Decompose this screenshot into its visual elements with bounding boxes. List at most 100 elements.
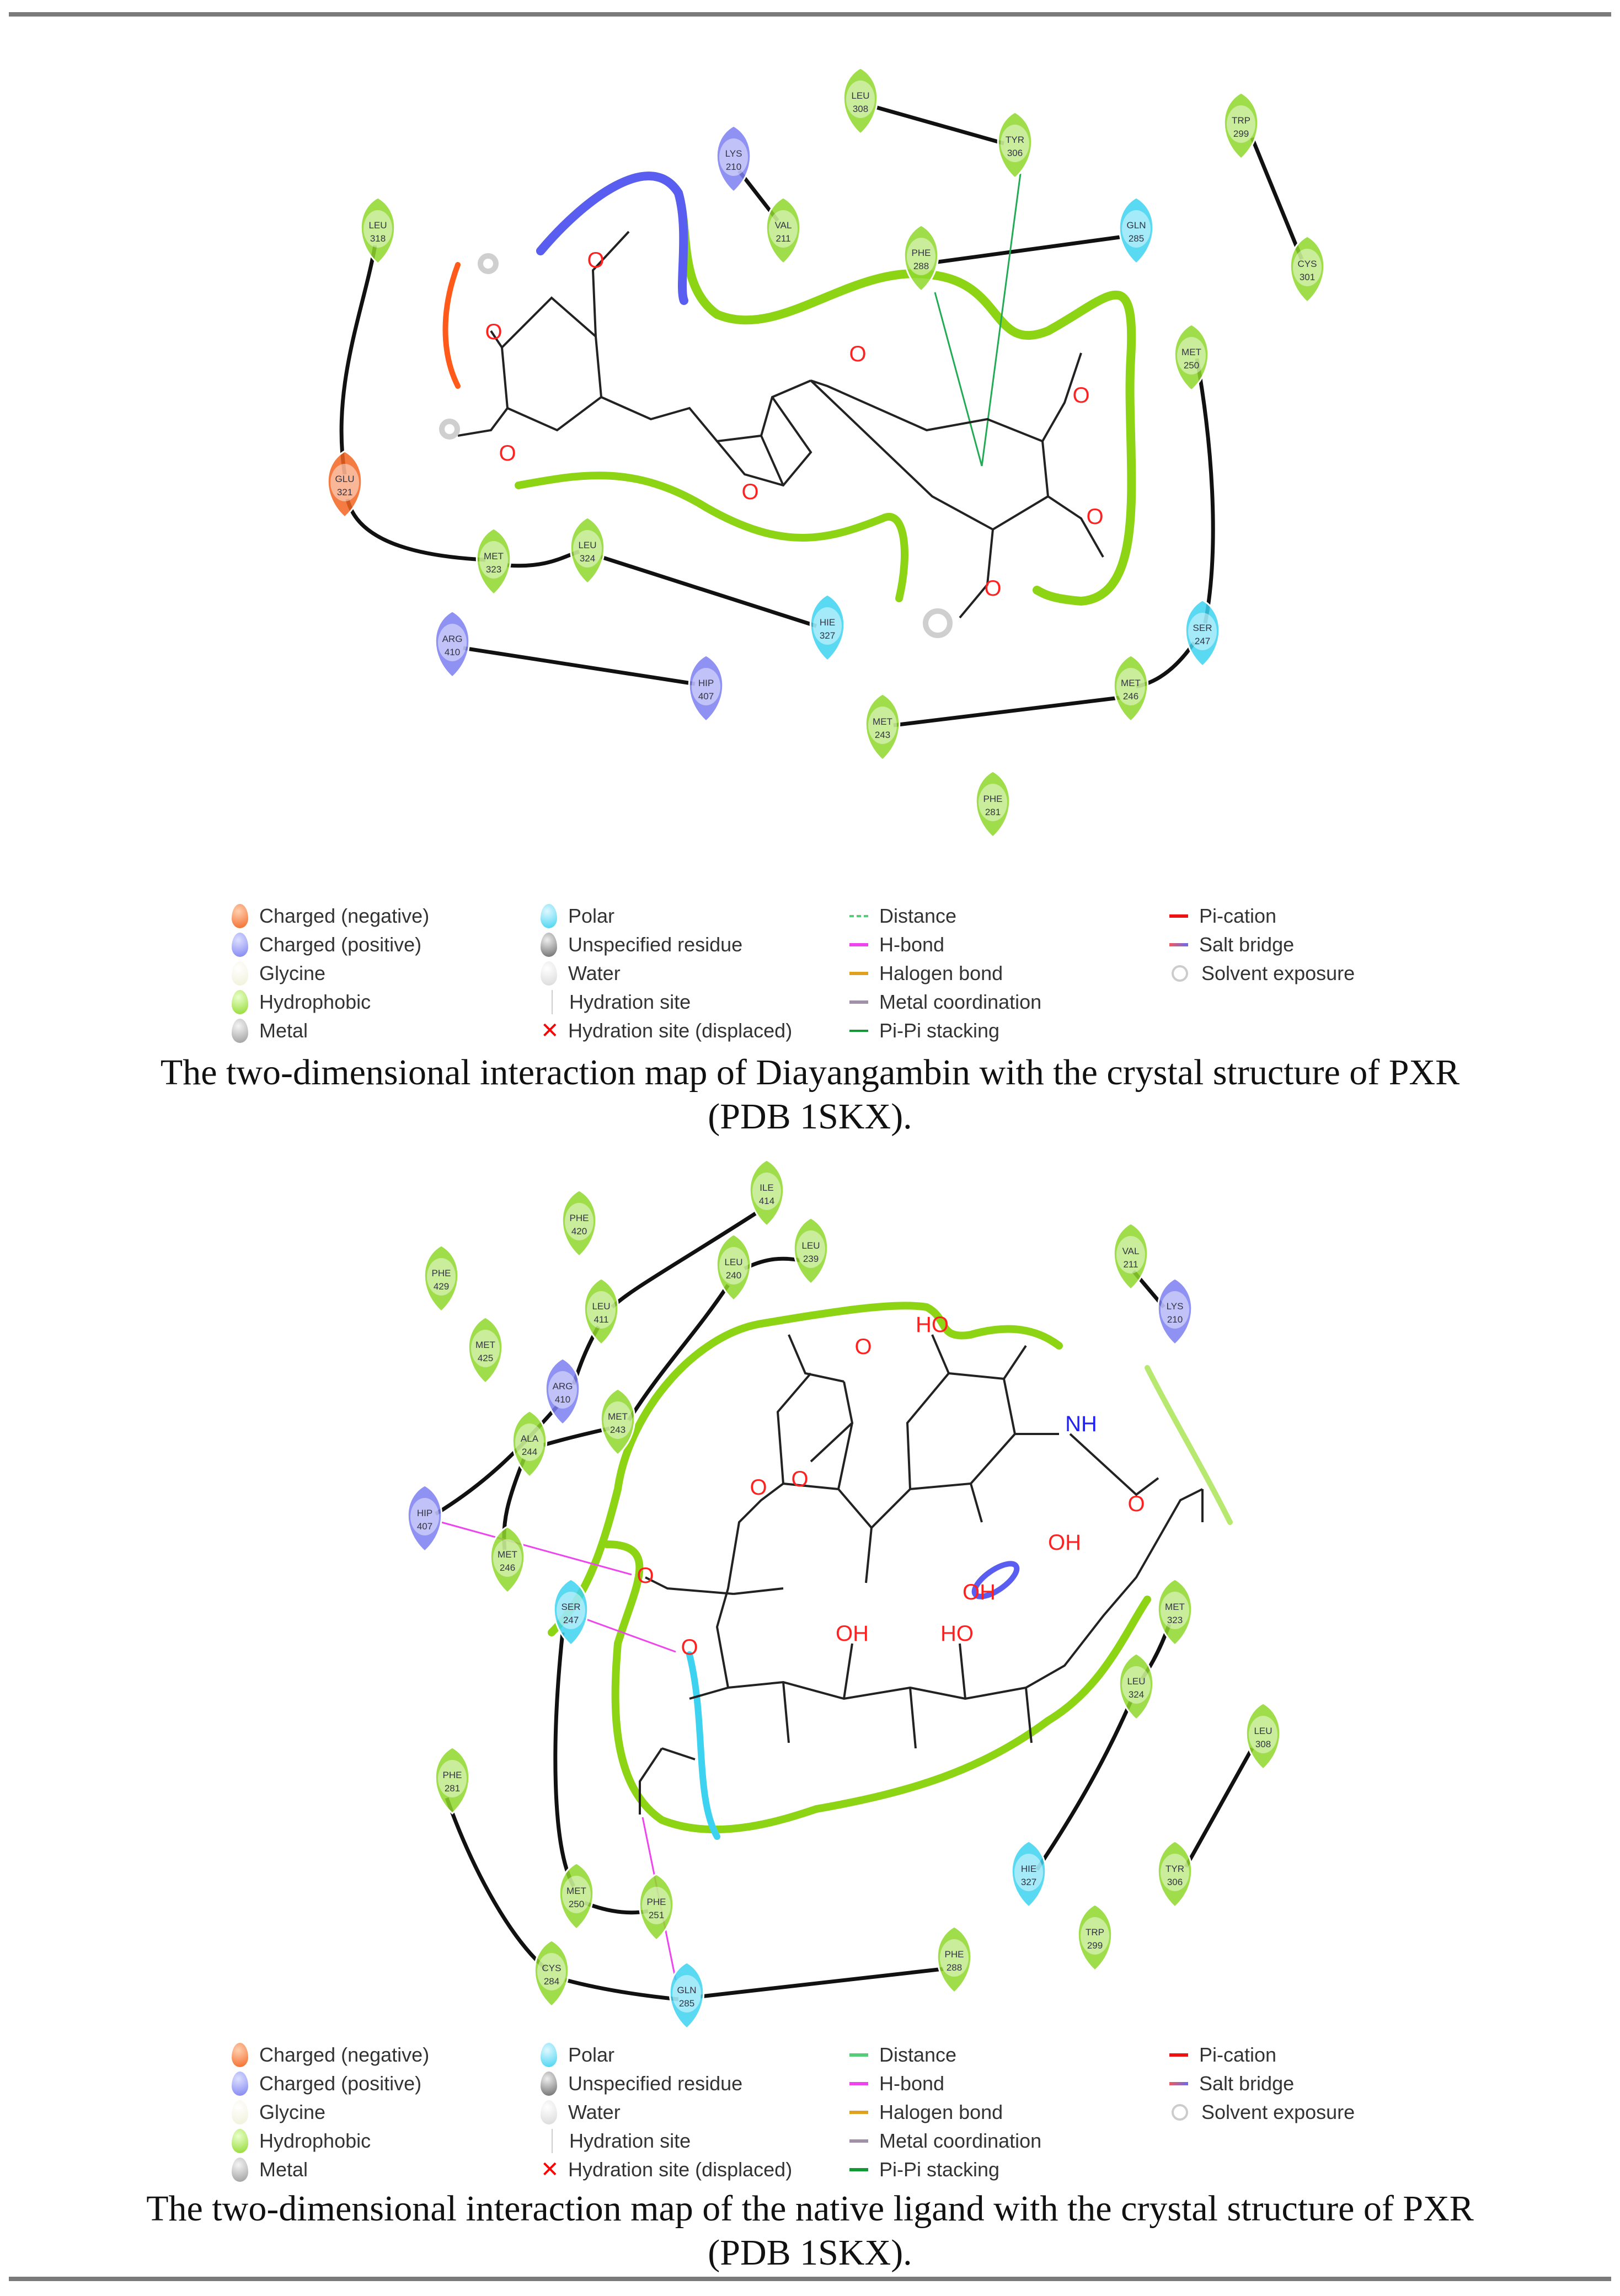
water-swatch-icon (541, 2100, 557, 2124)
svg-text:TYR: TYR (1165, 1864, 1184, 1874)
legend-item: Charged (negative) (232, 902, 429, 930)
svg-text:210: 210 (726, 162, 741, 172)
halogen-bond-arrow-icon (849, 972, 868, 975)
legend-item: Unspecified residue (541, 2069, 792, 2098)
svg-text:O: O (984, 576, 1001, 601)
svg-text:407: 407 (698, 691, 714, 702)
residue-gln-285: GLN 285 (669, 1961, 705, 2030)
svg-text:308: 308 (853, 104, 868, 114)
legend-col-residue-types: Charged (negative) Charged (positive) Gl… (232, 902, 429, 1045)
svg-text:211: 211 (776, 233, 790, 244)
svg-text:285: 285 (1129, 233, 1144, 244)
svg-text:TRP: TRP (1086, 1927, 1104, 1938)
solvent-exposure-markers (439, 253, 953, 638)
halogen-bond-arrow-icon (849, 2111, 868, 2114)
metal-swatch-icon (232, 1019, 248, 1043)
legend-item: Hydrophobic (232, 2127, 429, 2155)
svg-text:SER: SER (1193, 623, 1212, 633)
legend-item: Solvent exposure (1169, 959, 1355, 988)
svg-text:MET: MET (484, 551, 504, 561)
svg-text:O: O (1086, 505, 1103, 529)
svg-text:O: O (637, 1564, 654, 1588)
svg-text:281: 281 (985, 807, 1001, 817)
legend-item: Water (541, 2098, 792, 2127)
svg-text:LEU: LEU (578, 540, 596, 550)
svg-text:NH: NH (1065, 1412, 1097, 1436)
metal-swatch-icon (232, 2158, 248, 2182)
legend-item: Distance (849, 902, 1041, 930)
svg-text:LEU: LEU (851, 90, 869, 101)
svg-text:ILE: ILE (760, 1182, 774, 1193)
legend-item: Polar (541, 2041, 792, 2069)
unspecified-residue-swatch-icon (541, 2072, 557, 2096)
legend-item: H-bond (849, 2069, 1041, 2098)
svg-text:MET: MET (498, 1549, 517, 1560)
bottom-rule (9, 2277, 1611, 2281)
svg-text:MET: MET (1181, 347, 1201, 357)
svg-text:301: 301 (1300, 272, 1315, 282)
svg-text:HIE: HIE (1021, 1864, 1036, 1874)
svg-text:O: O (750, 1475, 767, 1500)
svg-text:CYS: CYS (1298, 259, 1317, 269)
legend-item: Hydration site (541, 2127, 792, 2155)
svg-text:VAL: VAL (775, 220, 792, 231)
hydrophobic-swatch-icon (232, 990, 248, 1014)
svg-text:321: 321 (337, 487, 352, 497)
metal-coordination-line-icon (849, 1000, 868, 1004)
charged-positive-swatch-icon (232, 2072, 248, 2096)
svg-text:LEU: LEU (801, 1240, 820, 1251)
pi-cation-arrow-icon (1169, 914, 1188, 918)
svg-text:299: 299 (1087, 1940, 1103, 1951)
svg-text:285: 285 (679, 1998, 694, 2009)
glycine-swatch-icon (232, 2100, 248, 2124)
svg-text:ARG: ARG (442, 634, 463, 644)
hydration-site-icon (546, 2129, 553, 2153)
legend-item: Hydration site (541, 988, 792, 1016)
svg-text:318: 318 (370, 233, 386, 244)
svg-text:243: 243 (875, 730, 890, 740)
svg-text:ALA: ALA (521, 1433, 539, 1444)
legend-col-residue-types-2: Polar Unspecified residue Water Hydratio… (541, 2041, 792, 2184)
legend-item: Metal coordination (849, 988, 1041, 1016)
svg-text:306: 306 (1167, 1877, 1183, 1887)
legend-item: Charged (positive) (232, 930, 429, 959)
svg-text:288: 288 (947, 1962, 962, 1973)
svg-text:GLN: GLN (677, 1985, 697, 1995)
svg-text:TYR: TYR (1006, 135, 1024, 145)
svg-text:250: 250 (1184, 360, 1199, 371)
pi-cation-arrow-icon (1169, 2053, 1188, 2057)
svg-text:429: 429 (434, 1281, 449, 1292)
legend-item: Unspecified residue (541, 930, 792, 959)
legend-figure2: Charged (negative) Charged (positive) Gl… (232, 2041, 1445, 2190)
polar-swatch-icon (541, 2043, 557, 2067)
legend-col-interactions-2: Pi-cation Salt bridge Solvent exposure (1169, 2041, 1355, 2127)
svg-text:LEU: LEU (1127, 1676, 1145, 1687)
svg-text:CYS: CYS (542, 1963, 562, 1973)
svg-text:240: 240 (726, 1270, 741, 1281)
svg-text:HO: HO (916, 1313, 949, 1337)
svg-text:O: O (791, 1467, 808, 1491)
svg-text:PHE: PHE (983, 794, 1003, 804)
svg-text:308: 308 (1255, 1739, 1271, 1749)
legend-item: ✕Hydration site (displaced) (541, 2158, 793, 2182)
svg-text:247: 247 (1195, 636, 1210, 646)
legend-item: ✕Hydration site (displaced) (541, 1019, 793, 1043)
svg-text:281: 281 (445, 1783, 460, 1794)
legend-item: Distance (849, 2041, 1041, 2069)
svg-text:ARG: ARG (553, 1381, 573, 1391)
hydration-site-icon (546, 990, 553, 1014)
svg-text:210: 210 (1167, 1314, 1183, 1325)
residue-met-250: MET 250 (1173, 323, 1210, 392)
